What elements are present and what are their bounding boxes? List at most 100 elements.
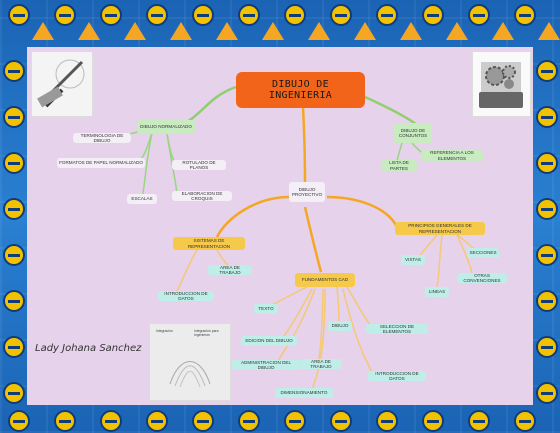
node-sistemas-representacion: SISTEMAS DE REPRESENTACION <box>173 237 245 250</box>
link-fund-area <box>318 288 324 360</box>
book-publisher: Integración <box>156 329 173 333</box>
protractor-icon <box>100 4 122 26</box>
protractor-icon <box>468 4 490 26</box>
protractor-icon <box>8 410 30 432</box>
link-proyectivo-sistemas <box>215 195 290 238</box>
protractor-icon <box>376 4 398 26</box>
protractor-icon <box>514 4 536 26</box>
node-edicion-dibujo: EDICION DEL DIBUJO <box>241 336 297 346</box>
protractor-icon <box>330 410 352 432</box>
set-square-icon <box>124 22 146 40</box>
node-dimensionamiento: DIMENSIONAMIENTO <box>275 388 333 398</box>
protractor-icon <box>3 336 25 358</box>
node-dibujo: DIBUJO <box>328 321 352 331</box>
book-title: Integración para Ingenieros <box>194 329 219 337</box>
link-normalizado-escalas <box>141 132 153 198</box>
link-principios-lineas <box>436 234 443 288</box>
protractor-icon <box>3 382 25 404</box>
gears-laptop-photo <box>472 51 531 117</box>
node-principios-generales: PRINCIPIOS GENERALES DE REPRESENTACION <box>395 222 485 235</box>
link-sistemas-intro <box>176 249 198 292</box>
node-area-trabajo-1: AREA DE TRABAJO <box>208 265 252 275</box>
node-referencia-elementos: REFERENCIA A LOS ELEMENTOS <box>421 150 483 161</box>
protractor-icon <box>422 4 444 26</box>
protractor-icon <box>54 4 76 26</box>
protractor-icon <box>54 410 76 432</box>
protractor-icon <box>536 106 558 128</box>
protractor-icon <box>536 60 558 82</box>
protractor-icon <box>536 198 558 220</box>
protractor-icon <box>238 410 260 432</box>
node-dibujo-normalizado: DIBUJO NORMALIZADO <box>137 120 195 134</box>
node-formatos-papel: FORMATOS DE PAPEL NORMALIZADO <box>57 158 145 168</box>
protractor-icon <box>536 290 558 312</box>
node-administracion-dibujo: ADMINISTRACION DEL DIBUJO <box>232 360 300 370</box>
node-fundamentos-cad: FUNDAMENTOS CAD <box>295 273 355 287</box>
protractor-icon <box>536 382 558 404</box>
node-lineas: LINEAS <box>425 287 449 297</box>
node-elaboracion-croquis: ELABORACION DE CROQUIS <box>172 191 232 201</box>
node-texto: TEXTO <box>254 304 278 314</box>
node-dibujo-conjuntos: DIBUJO DE CONJUNTOS <box>394 123 432 143</box>
link-fund-texto <box>271 286 308 306</box>
protractor-icon <box>3 152 25 174</box>
protractor-icon <box>422 410 444 432</box>
set-square-icon <box>262 22 284 40</box>
set-square-icon <box>216 22 238 40</box>
link-fund-dibujo <box>336 286 340 324</box>
protractor-icon <box>376 410 398 432</box>
node-dibujo-proyectivo: DIBUJO PROYECTIVO <box>289 182 325 202</box>
set-square-icon <box>354 22 376 40</box>
node-vistas: VISTAS <box>401 255 425 265</box>
protractor-icon <box>536 336 558 358</box>
set-square-icon <box>308 22 330 40</box>
link-center-proyectivo <box>301 106 307 183</box>
protractor-icon <box>192 4 214 26</box>
protractor-icon <box>536 244 558 266</box>
set-square-icon <box>492 22 514 40</box>
protractor-icon <box>468 410 490 432</box>
protractor-icon <box>146 4 168 26</box>
protractor-icon <box>192 410 214 432</box>
protractor-icon <box>3 244 25 266</box>
book-cover-photo: Integración Integración para Ingenieros <box>149 323 231 401</box>
mind-map-canvas: Integración Integración para Ingenieros … <box>27 47 533 405</box>
protractor-icon <box>3 60 25 82</box>
set-square-icon <box>32 22 54 40</box>
node-lista-partes: LISTA DE PARTES <box>381 160 417 171</box>
protractor-icon <box>8 4 30 26</box>
node-seleccion-elementos: SELECCION DE ELEMENTOS <box>366 324 428 334</box>
set-square-icon <box>400 22 422 40</box>
protractor-icon <box>3 106 25 128</box>
link-principios-vistas <box>418 234 438 258</box>
protractor-icon <box>100 410 122 432</box>
link-fund-intro <box>342 288 373 373</box>
protractor-icon <box>146 410 168 432</box>
protractor-icon <box>514 410 536 432</box>
set-square-icon <box>78 22 100 40</box>
node-area-trabajo-2: AREA DE TRABAJO <box>300 359 342 369</box>
protractor-icon <box>284 410 306 432</box>
protractor-icon <box>536 152 558 174</box>
node-escalas: ESCALAS <box>127 194 157 204</box>
protractor-icon <box>330 4 352 26</box>
protractor-icon <box>238 4 260 26</box>
node-secciones: SECCIONES <box>467 248 499 258</box>
set-square-icon <box>170 22 192 40</box>
node-terminologia: TERMINOLOGIA DE DIBUJO <box>73 133 131 143</box>
central-title-node: DIBUJO DE INGENIERIA <box>236 72 365 108</box>
protractor-icon <box>3 198 25 220</box>
node-introduccion-datos-2: INTRODUCCION DE DATOS <box>368 371 426 381</box>
link-title-conjuntos <box>364 95 418 126</box>
set-square-icon <box>538 22 560 40</box>
author-signature: Lady Johana Sanchez <box>35 343 142 354</box>
link-proyectivo-principios <box>326 195 399 228</box>
link-proyectivo-fundamentos <box>303 206 323 273</box>
protractor-icon <box>3 290 25 312</box>
set-square-icon <box>446 22 468 40</box>
protractor-icon <box>284 4 306 26</box>
node-introduccion-datos-1: INTRODUCCION DE DATOS <box>158 291 214 301</box>
node-otras-convenciones: OTRAS CONVENCIONES <box>457 273 507 283</box>
drafting-tools-photo <box>31 51 93 117</box>
node-rotulado-planos: ROTULADO DE PLANOS <box>172 160 226 170</box>
